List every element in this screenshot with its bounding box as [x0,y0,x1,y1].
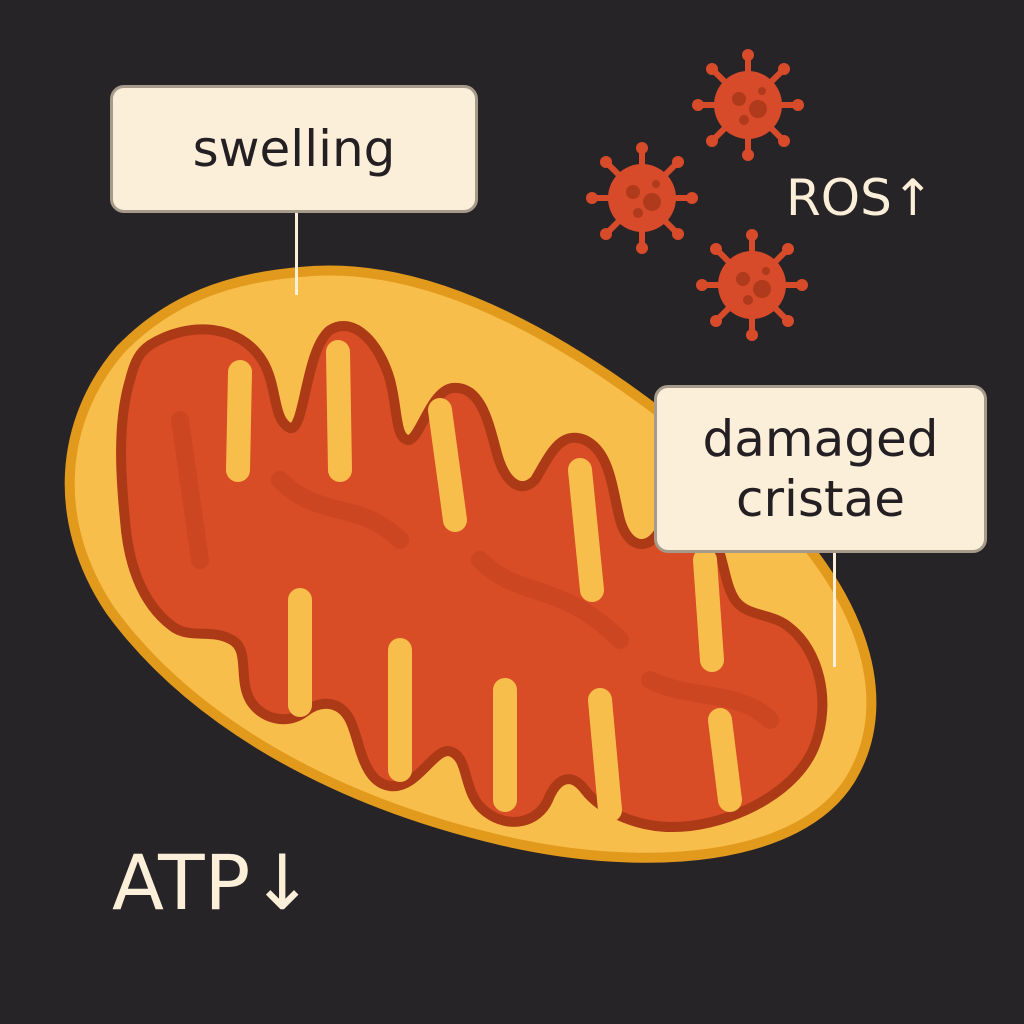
cristae-folds [226,340,742,822]
atp-down-arrow-icon: ↓ [250,838,315,927]
ros-particle-icon [586,142,698,254]
cristae-shading [171,411,779,729]
cristae-callout-line [833,552,836,667]
atp-label: ATP [112,838,251,927]
ros-particles [586,49,808,341]
ros-particle-icon [692,49,804,161]
ros-up-arrow-icon: ↑ [891,169,934,227]
ros-particle-icon [696,229,808,341]
damaged-cristae-label: damaged cristae [654,385,987,553]
damaged-cristae-label-line1: damaged [702,410,939,468]
ros-indicator: ROS↑ [786,168,934,228]
mitochondrion-icon [64,265,877,863]
swelling-callout-line [295,212,298,295]
ros-label: ROS [786,169,892,227]
swelling-label: swelling [110,85,478,213]
swelling-label-text: swelling [192,120,396,178]
damaged-cristae-label-line2: cristae [736,470,905,528]
atp-indicator: ATP↓ [112,838,314,928]
